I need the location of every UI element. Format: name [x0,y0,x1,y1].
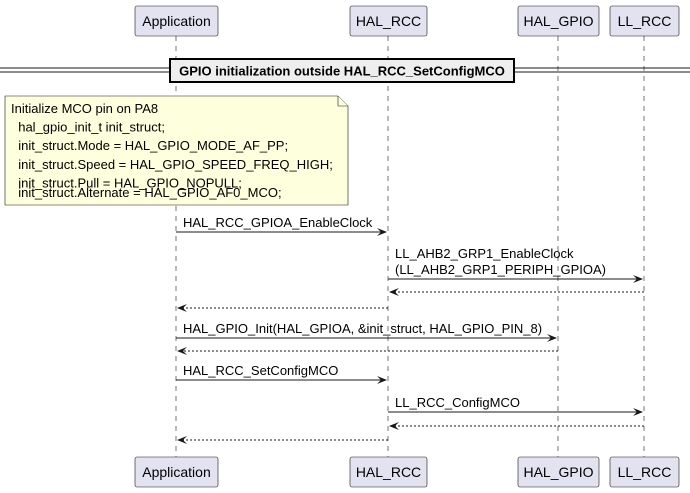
message-arrowhead [177,304,187,312]
note-line: init_struct.Speed = HAL_GPIO_SPEED_FREQ_… [11,157,333,172]
participant-hal-rcc-label: HAL_RCC [356,13,421,29]
participant-ll-rcc-top: LL_RCC [609,5,680,37]
message-arrowhead [389,422,399,430]
message-arrowhead [377,228,387,236]
message-arrowhead [377,376,387,384]
message-arrowhead [633,408,643,416]
message-arrowhead [547,334,557,342]
participant-hal-gpio-bottom: HAL_GPIO [517,456,600,488]
messages: HAL_RCC_GPIOA_EnableClockLL_AHB2_GRP1_En… [176,215,644,444]
message-hal-rcc-to-ll-rcc: LL_AHB2_GRP1_EnableClock(LL_AHB2_GRP1_PE… [388,246,643,283]
divider: GPIO initialization outside HAL_RCC_SetC… [0,58,690,83]
message-arrowhead [389,288,399,296]
message-arrowhead [633,275,643,283]
message-label: LL_AHB2_GRP1_EnableClock [395,246,574,261]
participant-ll-rcc-bottom: LL_RCC [609,456,680,488]
note-fold [337,96,348,107]
participant-application-bottom: Application [134,456,219,488]
message-ll-rcc-to-hal-rcc [389,288,644,296]
message-application-to-hal-gpio: HAL_GPIO_Init(HAL_GPIOA, &init_struct, H… [176,321,557,342]
participant-hal-rcc-label: HAL_RCC [356,464,421,480]
participant-application-top: Application [134,5,219,37]
note-line: init_struct.Alternate = HAL_GPIO_AF0_MCO… [11,185,282,200]
divider-label: GPIO initialization outside HAL_RCC_SetC… [179,64,505,79]
message-label: HAL_RCC_SetConfigMCO [183,363,338,378]
message-label: HAL_RCC_GPIOA_EnableClock [183,215,373,230]
participant-hal-gpio-label: HAL_GPIO [523,464,593,480]
note-line: Initialize MCO pin on PA8 [11,101,158,116]
message-application-to-hal-rcc: HAL_RCC_GPIOA_EnableClock [176,215,387,236]
message-ll-rcc-to-hal-rcc [389,422,644,430]
note-line: init_struct.Pull = HAL_GPIO_NOPULL; [11,175,242,190]
participants-top: Application HAL_RCC HAL_GPIO LL_RCC [134,5,680,37]
participant-application-label: Application [142,13,211,29]
message-hal-rcc-to-ll-rcc: LL_RCC_ConfigMCO [388,395,643,416]
message-application-to-hal-rcc: HAL_RCC_SetConfigMCO [176,363,387,384]
participant-hal-rcc-bottom: HAL_RCC [349,456,428,488]
note-line: hal_gpio_init_t init_struct; [11,120,165,135]
message-label: (LL_AHB2_GRP1_PERIPH_GPIOA) [395,262,606,277]
message-hal-rcc-to-application [177,436,388,444]
note-text: Initialize MCO pin on PA8 hal_gpio_init_… [0,0,358,200]
divider-label-box [169,58,515,83]
note-body [4,95,349,206]
lifelines [175,36,645,457]
note: Initialize MCO pin on PA8 hal_gpio_init_… [0,0,358,206]
participant-ll-rcc-label: LL_RCC [618,13,672,29]
participant-hal-gpio-label: HAL_GPIO [523,13,593,29]
participant-application-label: Application [142,464,211,480]
participant-ll-rcc-label: LL_RCC [618,464,672,480]
note-line: init_struct.Mode = HAL_GPIO_MODE_AF_PP; [11,138,288,153]
message-arrowhead [177,347,187,355]
message-arrowhead [177,436,187,444]
message-hal-gpio-to-application [177,347,558,355]
message-hal-rcc-to-application [177,304,388,312]
message-label: HAL_GPIO_Init(HAL_GPIOA, &init_struct, H… [183,321,542,336]
message-label: LL_RCC_ConfigMCO [395,395,520,410]
participants-bottom: Application HAL_RCC HAL_GPIO LL_RCC [134,456,680,488]
participant-hal-rcc-top: HAL_RCC [349,5,428,37]
participant-hal-gpio-top: HAL_GPIO [517,5,600,37]
